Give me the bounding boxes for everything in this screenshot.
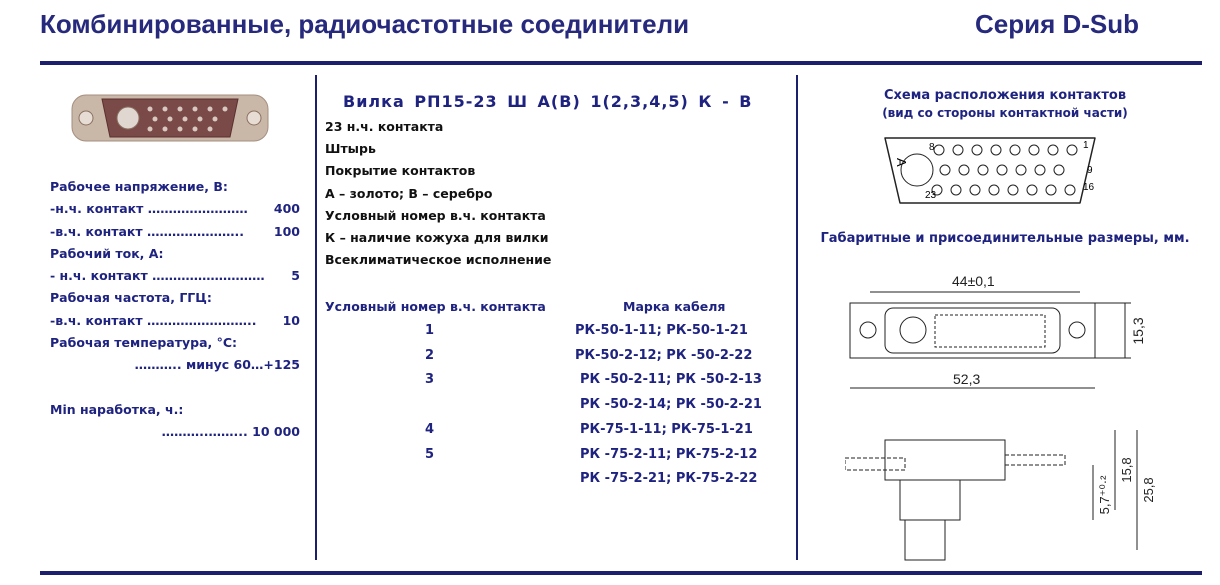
pin-mark xyxy=(1028,144,1040,156)
model-heading: Вилка РП15-23 Ш А(В) 1(2,3,4,5) К - В xyxy=(343,92,753,111)
pin-mark xyxy=(939,164,951,176)
height-dimension: 15,3 xyxy=(1130,317,1146,344)
pin-mark xyxy=(952,144,964,156)
pin-mark xyxy=(931,184,943,196)
spec-heading: Рабочее напряжение, В: xyxy=(50,179,228,194)
svg-text:52,3: 52,3 xyxy=(953,371,980,387)
svg-text:9: 9 xyxy=(1087,165,1093,176)
svg-text:8: 8 xyxy=(929,142,935,153)
series-title: Серия D-Sub xyxy=(975,9,1140,39)
specs-list: Рабочее напряжение, В: -н.ч. контакт ………… xyxy=(50,176,300,443)
pin-mark xyxy=(1015,164,1027,176)
pin-mark xyxy=(1034,164,1046,176)
pin-mark xyxy=(1047,144,1059,156)
mtbf-label: Min наработка, ч.: xyxy=(50,401,184,417)
svg-text:А: А xyxy=(894,158,909,167)
side-dimension-drawing: 5,7⁺⁰·² 15,8 25,8 xyxy=(845,430,1156,561)
mtbf-value: ………..……... 10 000 xyxy=(161,423,300,439)
pin-mark xyxy=(1053,164,1065,176)
legend-line: Покрытие контактов xyxy=(325,163,476,179)
dims-title: Габаритные и присоединительные размеры, … xyxy=(820,231,1190,246)
page-title: Комбинированные, радиочастотные соединит… xyxy=(40,9,690,39)
spec-heading: Рабочая частота, ГГЦ: xyxy=(50,290,212,306)
pin-mark xyxy=(1026,184,1038,196)
pin-mark xyxy=(971,144,983,156)
legend-line: 23 н.ч. контакта xyxy=(325,119,444,134)
pin-mark xyxy=(996,164,1008,176)
d1-dimension: 5,7⁺⁰·² xyxy=(1097,475,1112,514)
d3-dimension: 25,8 xyxy=(1141,477,1156,502)
legend-line: А – золото; В – серебро xyxy=(325,185,493,201)
d2-dimension: 15,8 xyxy=(1119,457,1134,482)
legend-line: К – наличие кожуха для вилки xyxy=(325,230,549,246)
pin-layout-diagram: А 8 1 9 16 23 xyxy=(884,137,1096,204)
pin-mark xyxy=(969,184,981,196)
pin-mark xyxy=(1009,144,1021,156)
column-divider xyxy=(315,75,317,560)
svg-text:44±0,1: 44±0,1 xyxy=(952,273,995,289)
table-row: РК -75-2-21; РК-75-2-22 xyxy=(580,471,758,487)
scheme-title: Схема расположения контактов xyxy=(883,88,1127,103)
spec-row: -в.ч. контакт ……………………..10 xyxy=(50,312,300,328)
pin-mark xyxy=(977,164,989,176)
pin-mark xyxy=(1066,144,1078,156)
column-divider xyxy=(796,75,798,560)
pin-mark xyxy=(988,184,1000,196)
scheme-subtitle: (вид со стороны контактной части) xyxy=(882,106,1128,120)
pin-mark xyxy=(990,144,1002,156)
pin-mark xyxy=(950,184,962,196)
spec-heading: Рабочий ток, А: xyxy=(50,245,164,261)
pin-mark xyxy=(958,164,970,176)
spec-row: -в.ч. контакт …………………..100 xyxy=(50,223,300,239)
front-dimension-drawing: 44±0,1 15,3 52,3 xyxy=(849,273,1146,389)
connector-photo xyxy=(71,94,269,142)
legend-line: Условный номер в.ч. контакта xyxy=(325,207,546,223)
svg-text:1: 1 xyxy=(1083,140,1089,151)
bottom-divider xyxy=(40,571,1202,575)
spec-heading: Рабочая температура, °С: xyxy=(50,335,238,351)
legend-line: Всеклиматическое исполнение xyxy=(325,252,552,268)
spec-value: ……….. минус 60…+125 xyxy=(134,357,300,373)
pin-mark xyxy=(933,144,945,156)
table-row: РК -50-2-14; РК -50-2-21 xyxy=(580,397,762,413)
spec-row: -н.ч. контакт ……………………400 xyxy=(50,201,300,217)
spec-row: - н.ч. контакт ………………………5 xyxy=(50,268,300,284)
svg-text:16: 16 xyxy=(1083,182,1095,193)
pin-mark xyxy=(1064,184,1076,196)
model-legend: 23 н.ч. контакта Штырь Покрытие контакто… xyxy=(325,116,551,271)
pin-mark xyxy=(1007,184,1019,196)
legend-line: Штырь xyxy=(325,141,376,157)
pin-mark xyxy=(1045,184,1057,196)
top-divider xyxy=(40,61,1202,65)
svg-text:23: 23 xyxy=(925,190,937,201)
